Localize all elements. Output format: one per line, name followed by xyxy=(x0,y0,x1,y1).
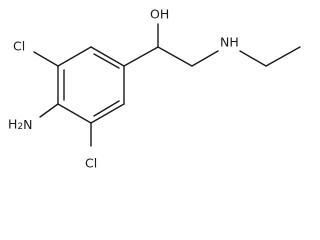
substituents xyxy=(33,51,92,147)
ring-bond-3 xyxy=(90,103,125,124)
amino-label: H2N xyxy=(8,117,33,133)
chloro-bottom-label: Cl xyxy=(85,156,97,171)
bond-nh-to-ethyl xyxy=(239,50,267,67)
amine-label: NH xyxy=(220,35,239,50)
structural-formula: OH NH Cl H2N Cl xyxy=(8,7,301,171)
ring-bond-1 xyxy=(90,46,125,67)
bond-ethyl xyxy=(265,46,301,67)
hydroxyl-label: OH xyxy=(150,7,169,22)
ring-bond-6 xyxy=(57,46,92,67)
bond-ch2-to-nh xyxy=(191,50,219,67)
ring-bond-3-inner xyxy=(93,100,120,117)
bond-ring-to-carbinol xyxy=(123,46,159,67)
side-chain xyxy=(123,23,301,67)
benzene-ring xyxy=(57,46,125,124)
bond-ring-to-cl-top xyxy=(33,51,59,67)
ring-bond-4 xyxy=(57,103,92,124)
ring-bond-1-inner xyxy=(93,53,120,69)
chloro-top-label: Cl xyxy=(13,39,25,54)
bond-ring-to-amino xyxy=(39,103,59,118)
bond-carbinol-to-ch2 xyxy=(157,46,193,67)
